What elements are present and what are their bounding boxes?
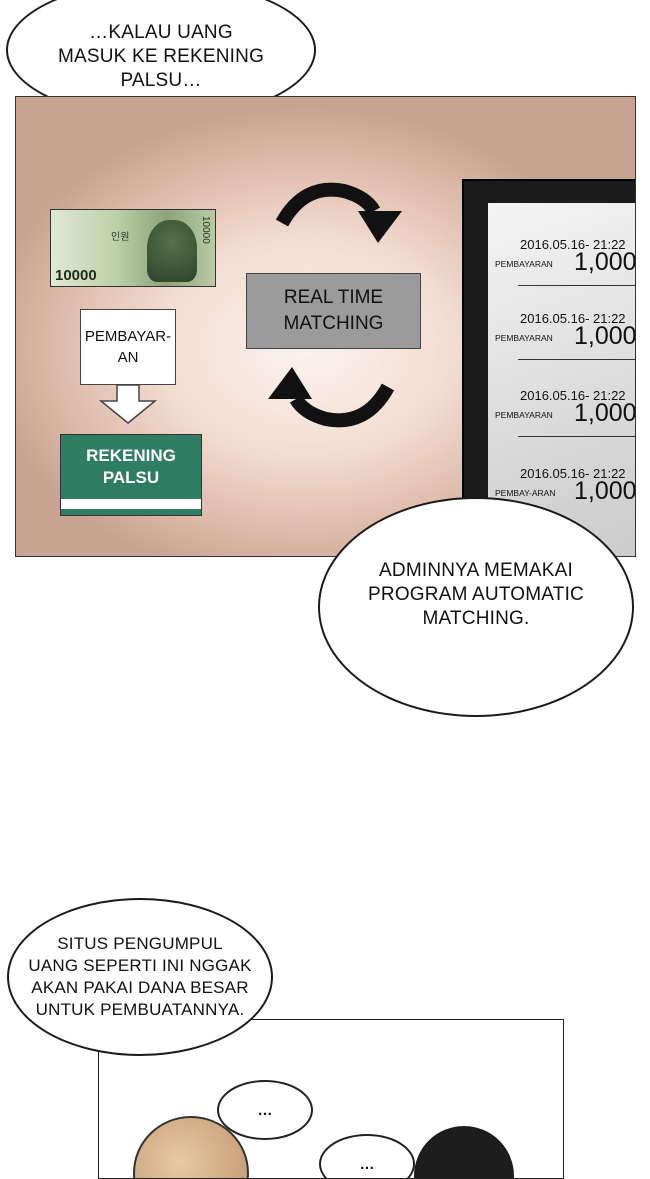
speech-bubble-small-2: … <box>319 1134 415 1178</box>
matching-label: REAL TIME MATCHING <box>283 287 384 334</box>
matching-box: REAL TIME MATCHING <box>246 273 421 349</box>
ellipsis-text: … <box>257 1101 273 1119</box>
account-box: REKENING PALSU <box>60 434 202 516</box>
speech-bubble-top-text: …KALAU UANG MASUK KE REKENING PALSU… <box>57 22 265 91</box>
monitor: 2016.05.16- 21:22 PEMBAYARAN 1,000 2016.… <box>462 179 636 556</box>
account-stripe <box>61 499 201 509</box>
ellipsis-text: … <box>359 1155 375 1173</box>
speech-bubble-bottom: SITUS PENGUMPUL UANG SEPERTI INI NGGAK A… <box>7 898 273 1056</box>
payment-label: PEMBAYAR- AN <box>84 328 172 366</box>
entry-date: 2016.05.16- 21:22 <box>520 466 626 481</box>
entry-label: PEMBAY-ARAN <box>495 488 556 498</box>
entry-amount: 1,000 <box>574 248 636 276</box>
character-head-right <box>414 1126 514 1178</box>
monitor-screen: 2016.05.16- 21:22 PEMBAYARAN 1,000 2016.… <box>488 203 636 556</box>
cycle-arrow-top-icon <box>275 182 402 243</box>
banknote-image: 인원 10000 10000 <box>50 209 216 287</box>
entry-label: PEMBAYARAN <box>495 410 553 420</box>
cycle-arrow-bottom-icon <box>268 367 395 428</box>
banknote-value: 10000 <box>55 267 97 284</box>
entry-divider <box>518 436 635 437</box>
payment-box: PEMBAYAR- AN <box>80 309 176 385</box>
account-label: REKENING PALSU <box>86 446 176 487</box>
entry-date: 2016.05.16- 21:22 <box>520 237 626 252</box>
entry-amount: 1,000 <box>574 399 636 427</box>
entry-amount: 1,000 <box>574 322 636 350</box>
speech-bubble-middle: ADMINNYA MEMAKAI PROGRAM AUTOMATIC MATCH… <box>318 497 634 717</box>
speech-bubble-middle-text: ADMINNYA MEMAKAI PROGRAM AUTOMATIC MATCH… <box>368 560 584 629</box>
speech-bubble-small-1: … <box>217 1080 313 1140</box>
entry-date: 2016.05.16- 21:22 <box>520 388 626 403</box>
entry-date: 2016.05.16- 21:22 <box>520 311 626 326</box>
entry-label: PEMBAYARAN <box>495 333 553 343</box>
entry-divider <box>518 285 635 286</box>
arrow-down-icon <box>99 385 157 424</box>
entry-divider <box>518 359 635 360</box>
speech-bubble-bottom-text: SITUS PENGUMPUL UANG SEPERTI INI NGGAK A… <box>28 934 252 1019</box>
entry-label: PEMBAYARAN <box>495 259 553 269</box>
diagram-panel: 인원 10000 10000 PEMBAYAR- AN REKENING PAL… <box>15 96 636 557</box>
banknote-side-text: 10000 <box>200 216 211 244</box>
banknote-portrait <box>147 220 197 282</box>
banknote-small-text: 인원 <box>111 232 130 243</box>
entry-amount: 1,000 <box>574 477 636 505</box>
